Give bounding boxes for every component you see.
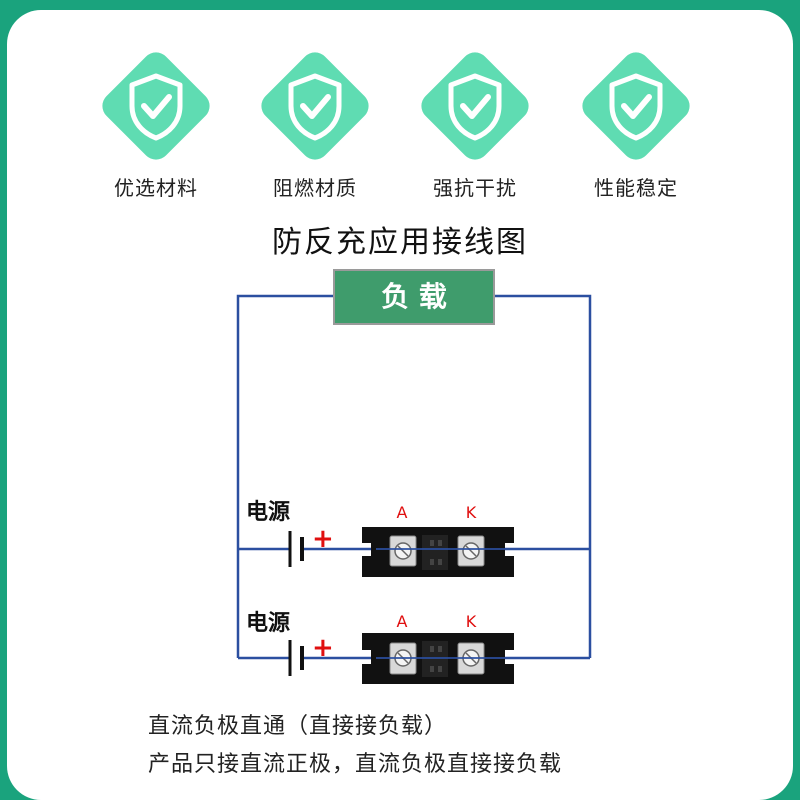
- wires: [236, 294, 592, 660]
- wire-right-feed: [494, 294, 592, 658]
- terminal-k-label: K: [466, 503, 477, 522]
- terminal-a-label: A: [397, 503, 408, 522]
- feature-label: 阻燃材质: [273, 176, 357, 200]
- feature-label: 优选材料: [114, 176, 198, 200]
- power-label: 电源: [246, 499, 290, 525]
- power-source-2: 电源 +: [246, 610, 334, 676]
- feature-label: 性能稳定: [594, 176, 678, 200]
- power-source-1: 电源 +: [246, 499, 334, 567]
- note-line-2: 产品只接直流正极，直流负极直接接负载: [148, 752, 563, 777]
- terminal-a-label: A: [397, 612, 408, 631]
- load-label: 负 载: [381, 280, 447, 313]
- shield-check-icon: [102, 52, 210, 160]
- shield-check-icon: [261, 52, 369, 160]
- feature-label: 强抗干扰: [433, 176, 517, 200]
- power-label: 电源: [246, 610, 290, 636]
- diode-module-2: A K: [362, 612, 514, 684]
- plus-sign: +: [312, 633, 334, 663]
- wire-left-return: [236, 294, 334, 658]
- diagram-title: 防反充应用接线图: [272, 225, 528, 260]
- load-box: 负 载: [333, 269, 495, 325]
- terminal-k-label: K: [466, 612, 477, 631]
- diode-module-1: A K: [362, 503, 514, 577]
- plus-sign: +: [312, 524, 334, 554]
- shield-check-icon: [421, 52, 529, 160]
- feature-item-flame-retardant: 阻燃材质: [245, 46, 385, 206]
- feature-item-materials: 优选材料: [86, 46, 226, 206]
- shield-check-icon: [582, 52, 690, 160]
- note-line-1: 直流负极直通（直接接负载）: [148, 714, 448, 739]
- module-center-block: [422, 535, 448, 570]
- feature-item-anti-interference: 强抗干扰: [405, 46, 545, 206]
- feature-item-stable-performance: 性能稳定: [566, 46, 706, 206]
